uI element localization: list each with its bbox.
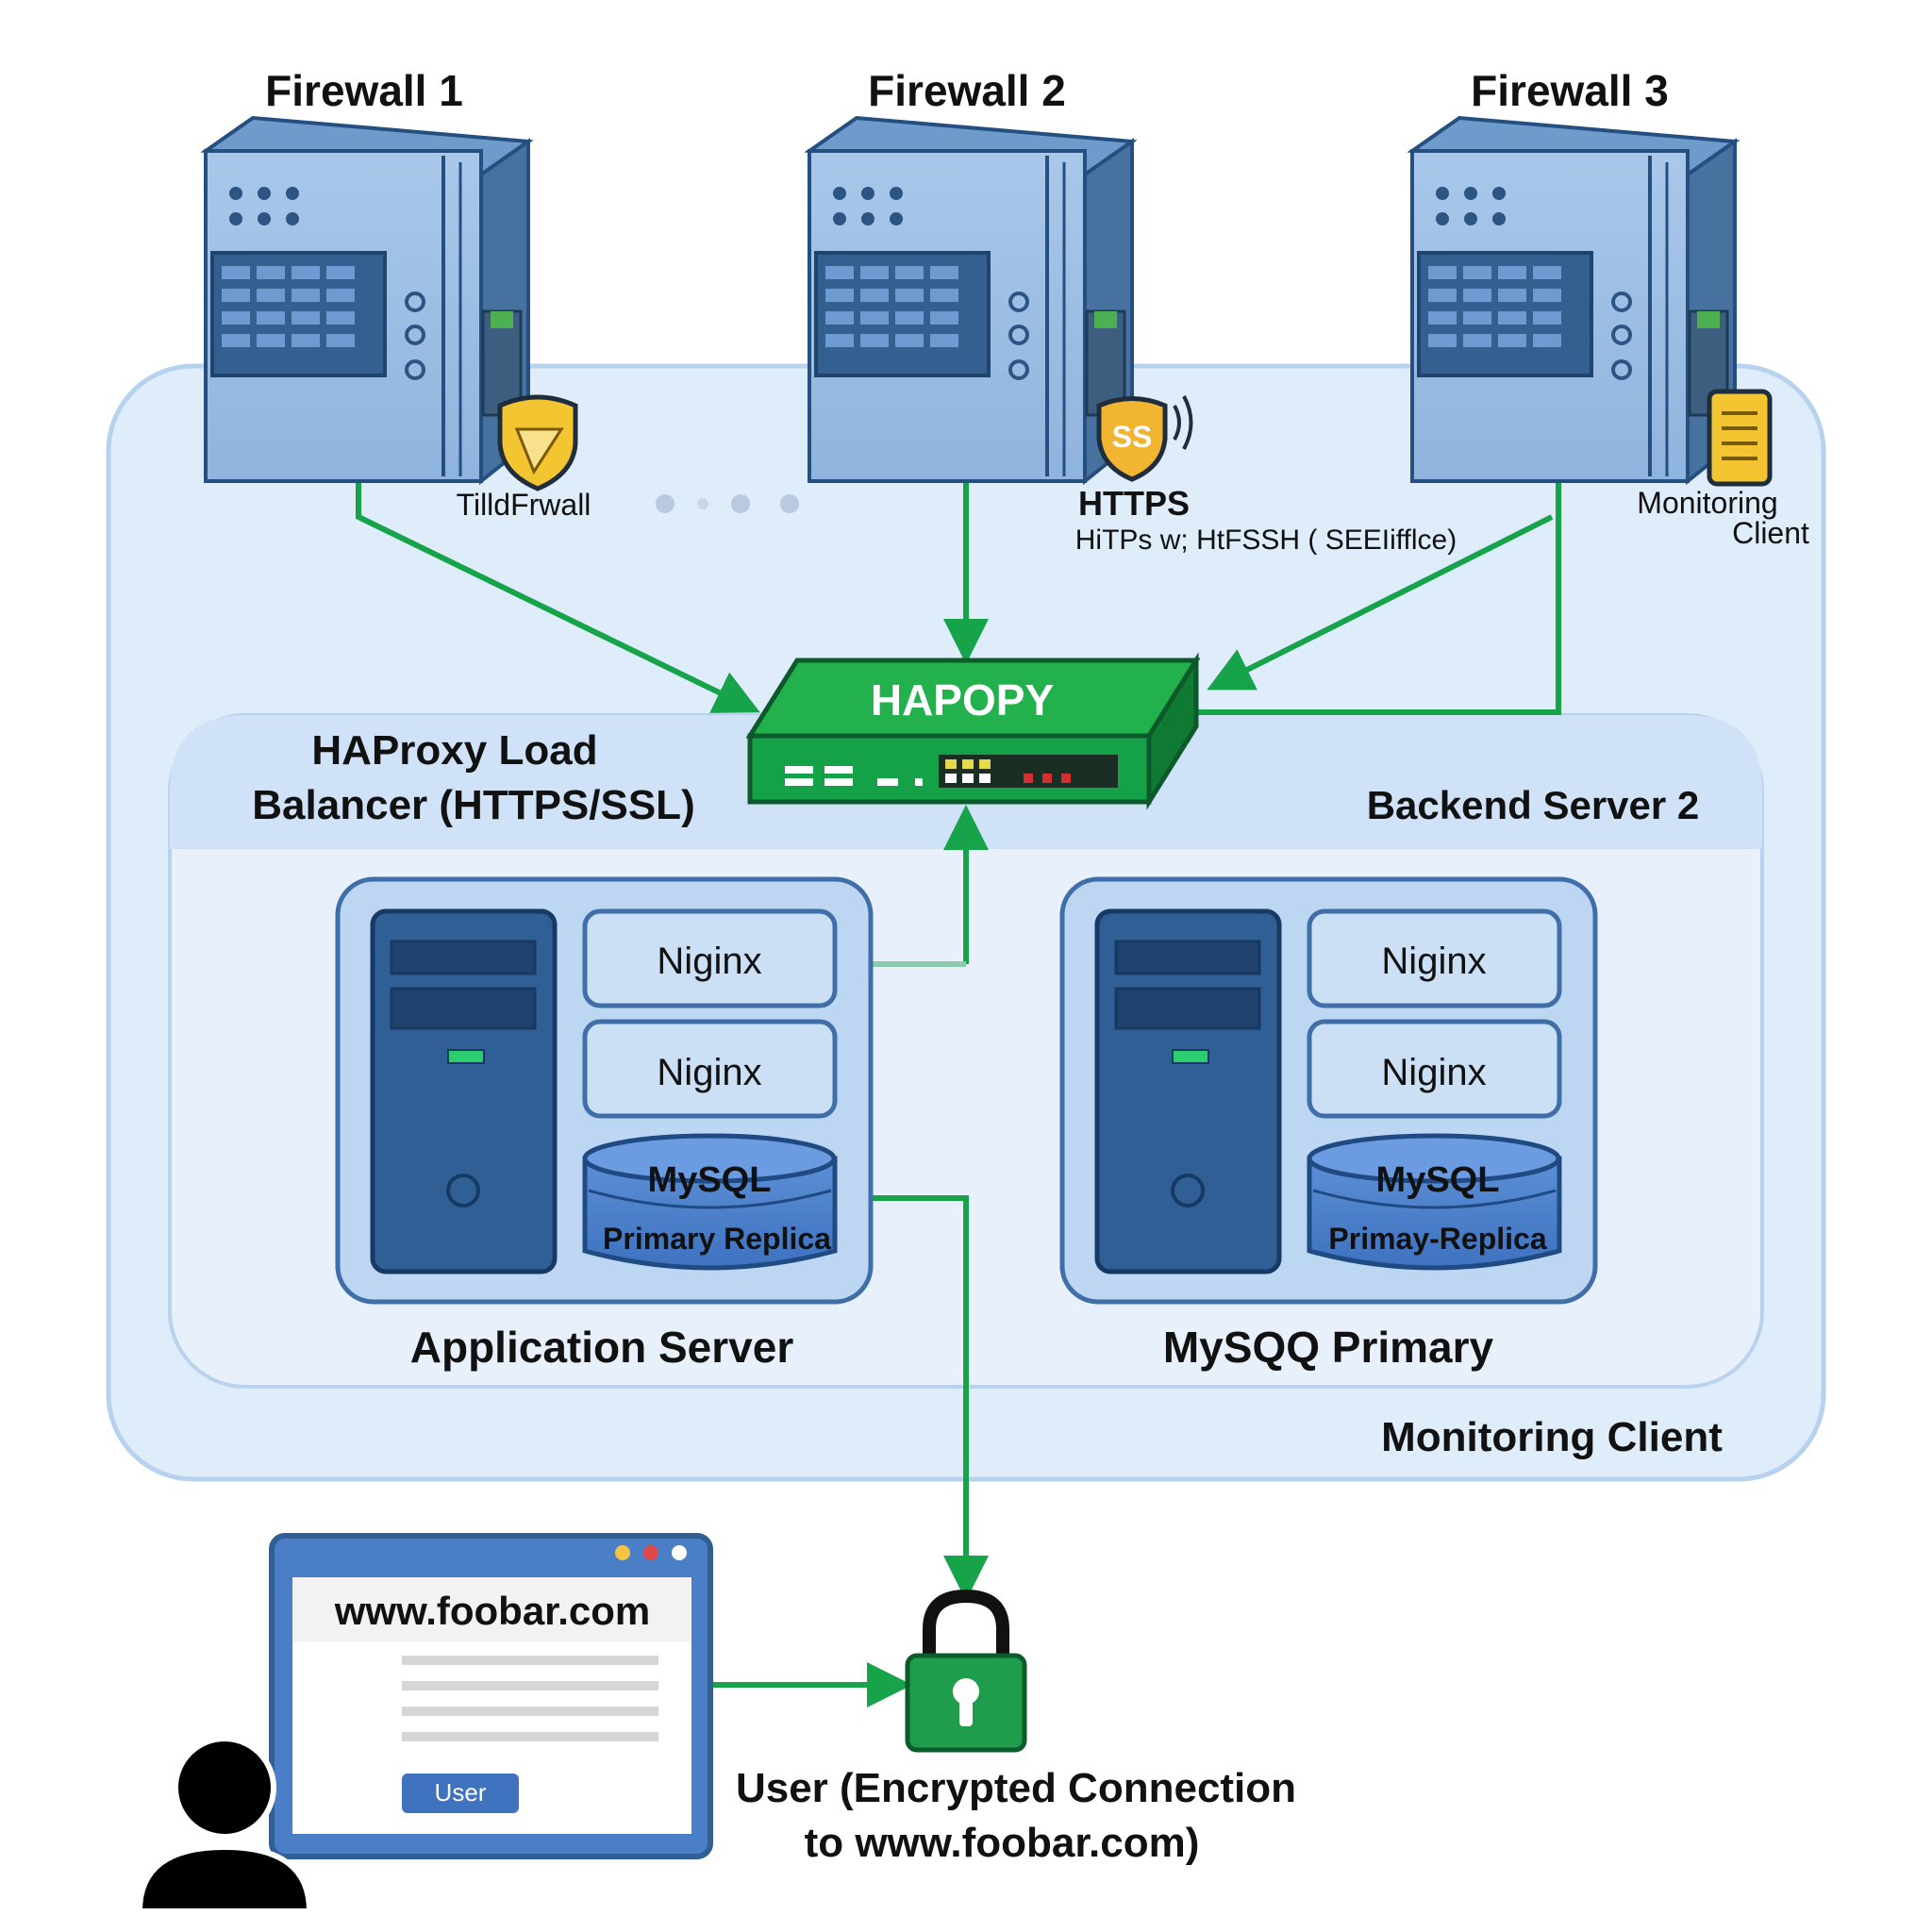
window-control-icon[interactable] bbox=[643, 1545, 658, 1560]
server-group-1: Niginx Niginx MySQL Primary Replica Appl… bbox=[335, 876, 874, 1372]
arrow-appserver-to-lock bbox=[872, 1195, 989, 1601]
service-box bbox=[1307, 1019, 1562, 1119]
user-caption-line1: User (Encrypted Connection bbox=[736, 1765, 1296, 1811]
arrow-fw1-to-haproxy bbox=[356, 467, 760, 713]
server-2-service-2: Niginx bbox=[1381, 1052, 1486, 1093]
monitoring-client-label: Monitoring Client bbox=[1381, 1414, 1723, 1460]
arrow-fw3-to-haproxy bbox=[1207, 514, 1554, 691]
pagination-dots bbox=[656, 494, 799, 513]
window-control-icon[interactable] bbox=[615, 1545, 630, 1560]
browser-user-button-label[interactable]: User bbox=[435, 1778, 487, 1807]
line-fw3-to-haproxy-side bbox=[1196, 467, 1561, 715]
server-2-service-1: Niginx bbox=[1381, 941, 1486, 982]
firewall-2: Firewall 2 bbox=[804, 66, 1138, 486]
server-1-caption: Application Server bbox=[410, 1323, 794, 1372]
server-2-db-subtitle: Primay-Replica bbox=[1328, 1222, 1546, 1256]
service-box bbox=[582, 908, 838, 1008]
firewall-2-title: Firewall 2 bbox=[868, 66, 1066, 115]
server-1-db-title: MySQL bbox=[648, 1160, 772, 1200]
server-group-2: Niginx Niginx MySQL Primay-Replica MySQQ… bbox=[1059, 876, 1598, 1372]
haproxy-title-line1: HAProxy Load bbox=[311, 727, 597, 774]
service-box bbox=[1307, 908, 1562, 1008]
firewall-2-badge-label: HTTPS bbox=[1078, 484, 1190, 523]
firewall-1: Firewall 1 bbox=[200, 66, 534, 486]
window-control-icon[interactable] bbox=[672, 1545, 687, 1560]
shield-icon bbox=[497, 394, 578, 491]
lock-icon bbox=[905, 1589, 1027, 1753]
firewall-2-badge-sublabel: HiTPs w; HtFSSH ( SEEIifflce) bbox=[1075, 525, 1457, 556]
server-1-service-1: Niginx bbox=[657, 941, 761, 982]
monitoring-device-icon bbox=[1707, 389, 1773, 487]
firewall-3-title: Firewall 3 bbox=[1471, 66, 1669, 115]
user-avatar-icon bbox=[136, 1736, 313, 1914]
backend-label: Backend Server 2 bbox=[1367, 783, 1700, 827]
ssl-badge-text: SS bbox=[1112, 420, 1153, 454]
mysql-db-icon bbox=[582, 1133, 838, 1271]
server-tower-icon bbox=[1094, 908, 1282, 1274]
firewall-3: Firewall 3 bbox=[1407, 66, 1740, 486]
firewall-3-badge-label-1: Monitoring bbox=[1637, 486, 1777, 520]
firewall-1-badge-label: TilldFrwall bbox=[457, 488, 591, 522]
service-box bbox=[582, 1019, 838, 1119]
traffic-arrows bbox=[356, 467, 1561, 1707]
server-tower-icon bbox=[370, 908, 558, 1274]
haproxy-device-label: HAPOPY bbox=[871, 675, 1054, 724]
browser-user-button[interactable] bbox=[402, 1774, 519, 1813]
firewall-1-title: Firewall 1 bbox=[265, 66, 463, 115]
mysql-db-icon bbox=[1307, 1133, 1562, 1271]
server-1-service-2: Niginx bbox=[657, 1052, 761, 1093]
server-2-db-title: MySQL bbox=[1376, 1160, 1500, 1200]
browser-url[interactable]: www.foobar.com bbox=[334, 1589, 650, 1633]
ssl-badge-icon: SS bbox=[1096, 395, 1193, 482]
user-caption-line2: to www.foobar.com) bbox=[805, 1820, 1200, 1866]
server-1-db-subtitle: Primary Replica bbox=[603, 1222, 831, 1256]
haproxy-device: HAPOPY bbox=[745, 652, 1201, 810]
browser-window: www.foobar.com User bbox=[269, 1533, 713, 1859]
haproxy-title-line2: Balancer (HTTPS/SSL) bbox=[252, 782, 694, 828]
firewall-3-badge-label-2: Client bbox=[1732, 516, 1809, 550]
server-2-caption: MySQQ Primary bbox=[1163, 1323, 1494, 1372]
